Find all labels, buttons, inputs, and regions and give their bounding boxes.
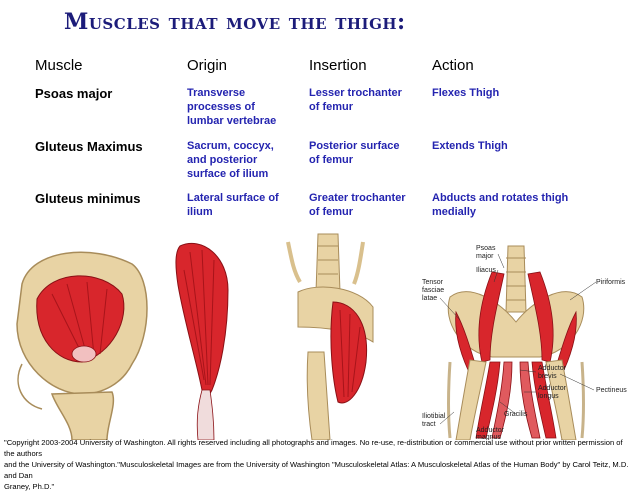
label-psoas-major-1: Psoas <box>476 245 496 252</box>
label-iliotibial-1: Iliotibial <box>422 413 446 420</box>
header-muscle: Muscle <box>35 57 83 74</box>
label-adductor-longus-2: longus <box>538 393 559 400</box>
gluteus-maximus-illustration <box>286 233 374 440</box>
label-adductor-brevis-2: brevis <box>538 373 557 380</box>
label-tensor-3: latae <box>422 295 437 302</box>
label-iliotibial-2: tract <box>422 421 436 428</box>
label-gracilis: Gracilis <box>504 411 528 418</box>
row-muscle-gluteus-minimus: Gluteus minimus <box>35 191 141 206</box>
label-tensor-1: Tensor <box>422 279 444 286</box>
row-muscle-psoas: Psoas major <box>35 86 113 101</box>
label-psoas-major-2: major <box>476 253 494 260</box>
slide-title: Muscles that move the thigh: <box>64 9 406 35</box>
label-adductor-magnus-1: Adductor <box>476 427 505 434</box>
row-action-gluteus-maximus: Extends Thigh <box>432 140 508 152</box>
header-origin: Origin <box>187 57 228 74</box>
row-muscle-gluteus-maximus: Gluteus Maximus <box>35 139 143 154</box>
label-adductor-magnus-2: magnus <box>476 434 501 440</box>
gluteus-minimus-illustration <box>16 251 148 440</box>
label-tensor-2: fasciae <box>422 287 444 294</box>
header-action: Action <box>432 57 474 74</box>
row-action-psoas: Flexes Thigh <box>432 87 500 99</box>
copyright-notice: "Copyright 2003-2004 University of Washi… <box>4 438 629 491</box>
psoas-major-illustration <box>175 242 229 440</box>
thigh-muscles-diagram: Psoas major Iliacus Piriformis Tensor fa… <box>422 245 627 440</box>
label-iliacus: Iliacus <box>476 267 496 274</box>
label-adductor-longus-1: Adductor <box>538 385 567 392</box>
header-insertion: Insertion <box>309 57 367 74</box>
label-piriformis: Piriformis <box>596 279 626 286</box>
label-pectineus: Pectineus <box>596 387 627 394</box>
label-adductor-brevis-1: Adductor <box>538 365 567 372</box>
